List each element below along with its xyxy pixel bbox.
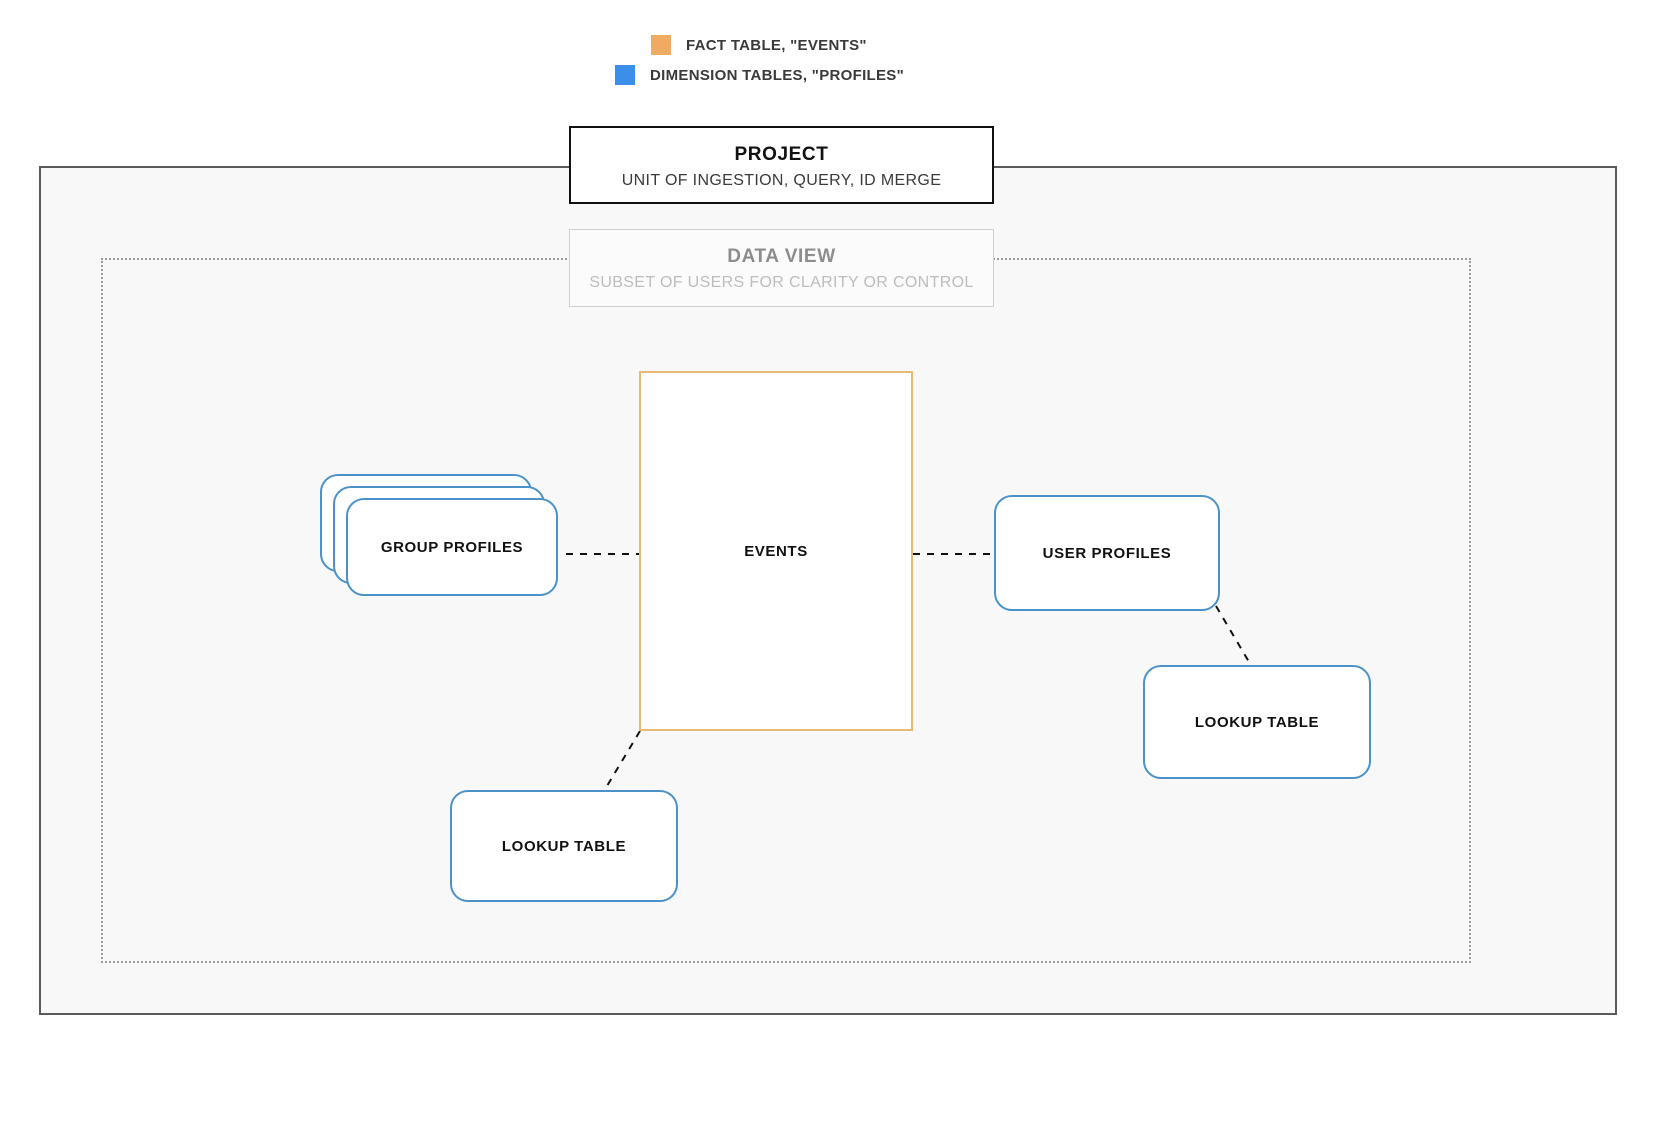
data-view-card: DATA VIEW SUBSET OF USERS FOR CLARITY OR… bbox=[569, 229, 994, 307]
node-group-profiles[interactable]: GROUP PROFILES bbox=[320, 474, 570, 609]
legend-item-dimension-tables: DIMENSION TABLES, "PROFILES" bbox=[0, 60, 1664, 90]
legend-item-label: DIMENSION TABLES, "PROFILES" bbox=[650, 66, 905, 84]
legend: FACT TABLE, "EVENTS" DIMENSION TABLES, "… bbox=[0, 30, 1664, 90]
node-events-label: EVENTS bbox=[744, 542, 808, 560]
node-user-profiles[interactable]: USER PROFILES bbox=[994, 495, 1220, 611]
data-view-title: DATA VIEW bbox=[727, 246, 836, 267]
node-user-profiles-label: USER PROFILES bbox=[1042, 544, 1172, 562]
node-lookup-table-right-label: LOOKUP TABLE bbox=[1194, 713, 1320, 731]
project-subtitle: UNIT OF INGESTION, QUERY, ID MERGE bbox=[621, 172, 942, 189]
project-title: PROJECT bbox=[734, 144, 829, 165]
legend-item-label: FACT TABLE, "EVENTS" bbox=[686, 36, 867, 54]
legend-item-fact-table: FACT TABLE, "EVENTS" bbox=[0, 30, 1664, 60]
node-lookup-table-left[interactable]: LOOKUP TABLE bbox=[450, 790, 678, 902]
node-events[interactable]: EVENTS bbox=[639, 371, 913, 731]
node-group-profiles-stack-front[interactable]: GROUP PROFILES bbox=[346, 498, 558, 596]
orange-square-swatch bbox=[651, 35, 671, 55]
node-group-profiles-label: GROUP PROFILES bbox=[380, 538, 524, 556]
data-view-subtitle: SUBSET OF USERS FOR CLARITY OR CONTROL bbox=[589, 274, 974, 291]
project-card: PROJECT UNIT OF INGESTION, QUERY, ID MER… bbox=[569, 126, 994, 204]
blue-square-swatch bbox=[615, 65, 635, 85]
node-lookup-table-right[interactable]: LOOKUP TABLE bbox=[1143, 665, 1371, 779]
node-lookup-table-left-label: LOOKUP TABLE bbox=[501, 837, 627, 855]
